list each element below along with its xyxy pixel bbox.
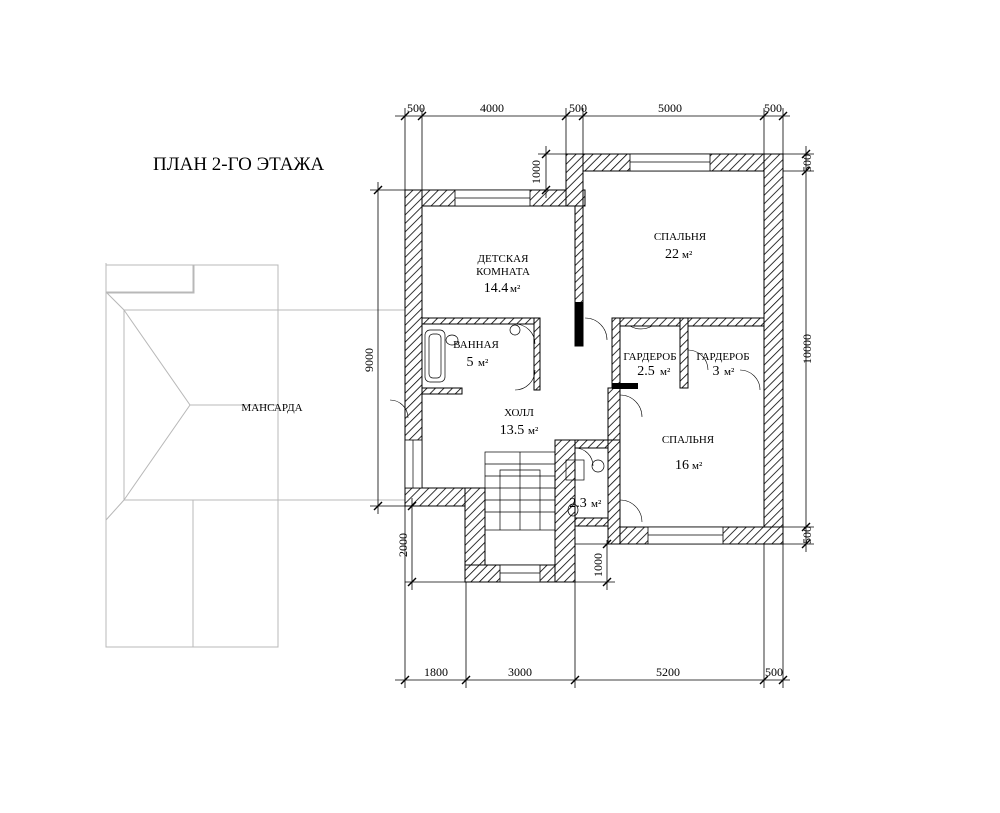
dimension-label: 2000 [396, 533, 410, 557]
dimension-label: 3000 [508, 665, 532, 679]
room-area: 16 [675, 458, 689, 473]
room-name: МАНСАРДА [241, 402, 302, 414]
dimension-label: 1000 [529, 160, 543, 184]
room-area: 5 [467, 355, 474, 370]
dimension-label: 1800 [424, 665, 448, 679]
room-name: КОМНАТА [476, 266, 530, 278]
area-unit: м² [724, 366, 735, 378]
dimension-label: 500 [569, 101, 587, 115]
room-name: ВАННАЯ [453, 339, 499, 351]
dimension-label: 5200 [656, 665, 680, 679]
plan-title: ПЛАН 2-ГО ЭТАЖА [153, 154, 325, 175]
column-mark [612, 383, 638, 389]
room-name: ДЕТСКАЯ [478, 253, 530, 265]
room-name: ГАРДЕРОБ [623, 351, 676, 363]
dimension-label: 5000 [658, 101, 682, 115]
dimension-label: 500 [800, 526, 814, 544]
room-name: СПАЛЬНЯ [654, 231, 707, 243]
dimensions-left: 1000 9000 2000 1000 [362, 146, 615, 590]
dimension-label: 500 [764, 101, 782, 115]
door-swings [389, 317, 761, 523]
room-area: 14.4 [484, 281, 509, 296]
room-area: 13.5 [500, 423, 525, 438]
dimension-label: 500 [800, 154, 814, 172]
area-unit: м² [660, 366, 671, 378]
room-area: 2.5 [637, 364, 655, 379]
dimensions-right: 500 10000 500 [783, 146, 814, 552]
room-name: ХОЛЛ [504, 407, 534, 419]
column-mark [575, 302, 583, 346]
dimension-label: 9000 [362, 348, 376, 372]
dimensions-bottom: 1800 3000 5200 500 [395, 506, 790, 688]
area-unit: м² [591, 498, 602, 510]
room-labels: ДЕТСКАЯ КОМНАТА 14.4 м² СПАЛЬНЯ 22 м² ВА… [241, 231, 749, 511]
area-unit: м² [692, 460, 703, 472]
dimension-label: 500 [407, 101, 425, 115]
dimensions-top: 500 4000 500 5000 500 [395, 101, 790, 190]
room-name: ГАРДЕРОБ [696, 351, 749, 363]
room-name: СПАЛЬНЯ [662, 434, 715, 446]
dimension-label: 500 [765, 665, 783, 679]
staircase [484, 451, 556, 531]
dimension-label: 10000 [800, 334, 814, 364]
dimension-label: 1000 [591, 553, 605, 577]
room-area: 2.3 [569, 496, 587, 511]
area-unit: м² [682, 249, 693, 261]
room-area: 3 [713, 364, 720, 379]
area-unit: м² [528, 425, 539, 437]
dimension-label: 4000 [480, 101, 504, 115]
mansard-roof-outline [105, 263, 410, 648]
area-unit: м² [510, 283, 521, 295]
area-unit: м² [478, 357, 489, 369]
windows [404, 153, 724, 583]
room-area: 22 [665, 247, 679, 262]
bathroom-fixtures [424, 324, 605, 517]
